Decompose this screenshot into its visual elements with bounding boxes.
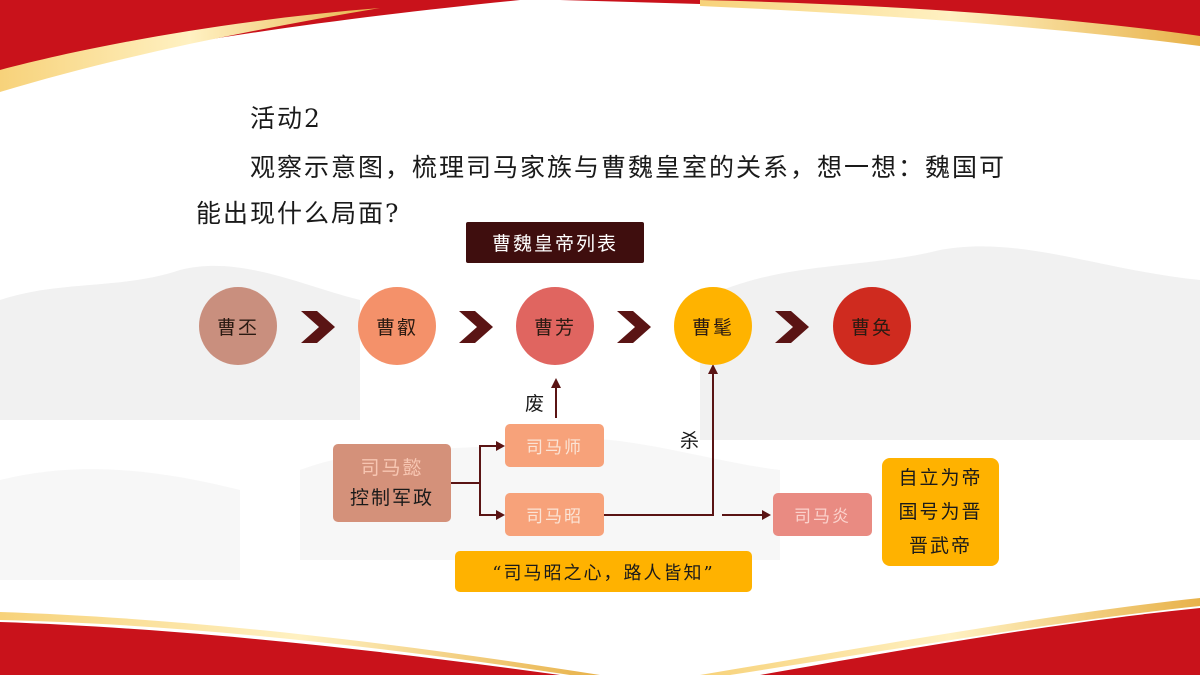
chevron-right-icon — [775, 311, 809, 343]
instruction-line-2: 能出现什么局面? — [196, 199, 401, 228]
sima-yi-box: 司马懿 控制军政 — [333, 444, 451, 522]
emperor-list-title: 曹魏皇帝列表 — [466, 222, 644, 263]
top-right-ribbon — [560, 0, 1200, 40]
sima-zhao-box: 司马昭 — [505, 493, 604, 536]
chevron-right-icon — [459, 311, 493, 343]
bottom-right-ribbon — [760, 608, 1200, 675]
depose-label: 废 — [525, 393, 545, 415]
sima-yi-role: 控制军政 — [349, 487, 434, 509]
emperor-node-2: 曹叡 — [358, 287, 436, 365]
jin-result-box: 自立为帝 国号为晋 晋武帝 — [882, 458, 999, 566]
sima-yan-box: 司马炎 — [773, 493, 872, 536]
emperor-node-5: 曹奂 — [833, 287, 911, 365]
emperor-node-4: 曹髦 — [674, 287, 752, 365]
chevron-right-icon — [301, 311, 335, 343]
emperor-node-3: 曹芳 — [516, 287, 594, 365]
bottom-left-ribbon — [0, 622, 560, 675]
top-left-ribbon — [0, 0, 520, 82]
quote-box: “司马昭之心，路人皆知” — [455, 551, 752, 592]
instruction-line-1: 观察示意图，梳理司马家族与曹魏皇室的关系，想一想：魏国可 — [250, 153, 1007, 182]
chevron-right-icon — [617, 311, 651, 343]
sima-shi-box: 司马师 — [505, 424, 604, 467]
sima-yi-name: 司马懿 — [360, 457, 424, 479]
activity-heading: 活动2 — [250, 104, 322, 133]
connector-lines — [451, 370, 766, 516]
kill-label: 杀 — [680, 430, 700, 452]
emperor-node-1: 曹丕 — [199, 287, 277, 365]
result-line-2: 国号为晋 — [898, 501, 983, 523]
result-line-3: 晋武帝 — [908, 535, 972, 557]
result-line-1: 自立为帝 — [898, 467, 983, 489]
